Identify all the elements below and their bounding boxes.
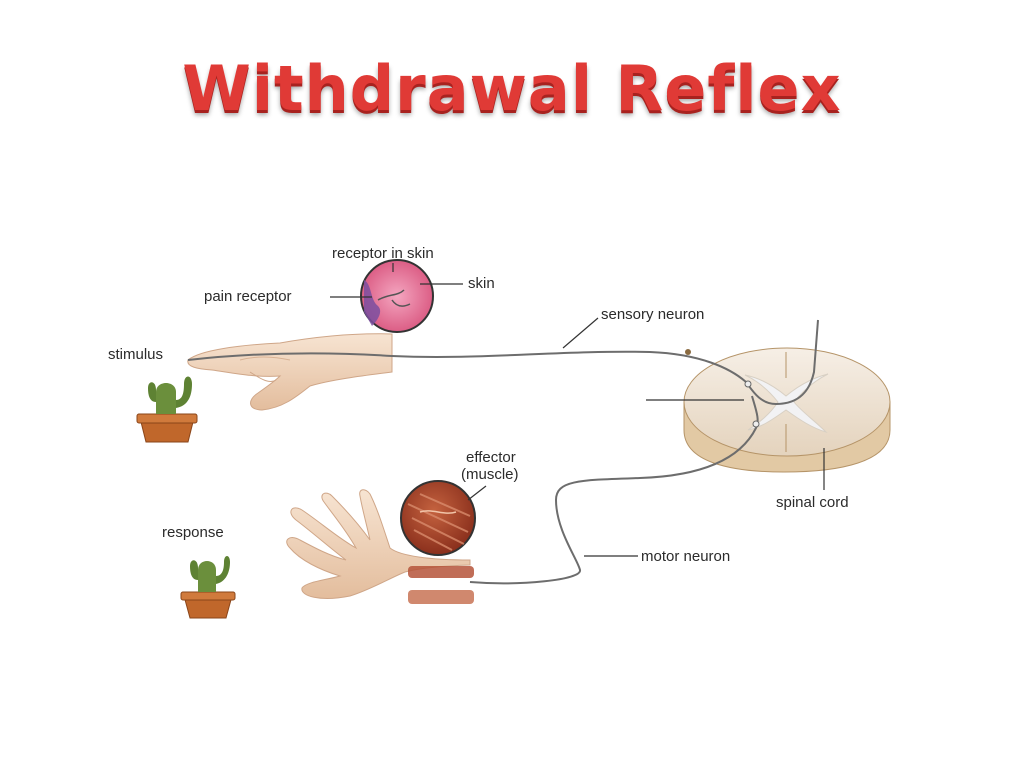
muscle-effector-magnified: [400, 480, 476, 556]
label-skin: skin: [468, 275, 495, 292]
label-spinal-cord: spinal cord: [776, 494, 849, 511]
slide-title: Withdrawal Reflex: [182, 52, 842, 125]
label-pain-receptor: pain receptor: [204, 288, 292, 305]
label-muscle: (muscle): [461, 466, 519, 483]
label-stimulus: stimulus: [108, 346, 163, 363]
label-sensory-neuron: sensory neuron: [601, 306, 704, 323]
stimulus-hand: [187, 333, 393, 411]
label-effector: effector: [466, 449, 516, 466]
label-response: response: [162, 524, 224, 541]
leader-lines: [330, 263, 825, 557]
motor-neuron-path: [469, 395, 760, 585]
cactus-top: [136, 376, 198, 443]
label-motor-neuron: motor neuron: [641, 548, 730, 565]
response-hand: [286, 489, 474, 604]
sensory-neuron-path: [187, 319, 819, 406]
spinal-cord: [683, 347, 891, 473]
cactus-bottom: [180, 556, 236, 619]
label-receptor-in-skin: receptor in skin: [332, 245, 434, 262]
skin-receptor-magnified: [360, 259, 434, 333]
